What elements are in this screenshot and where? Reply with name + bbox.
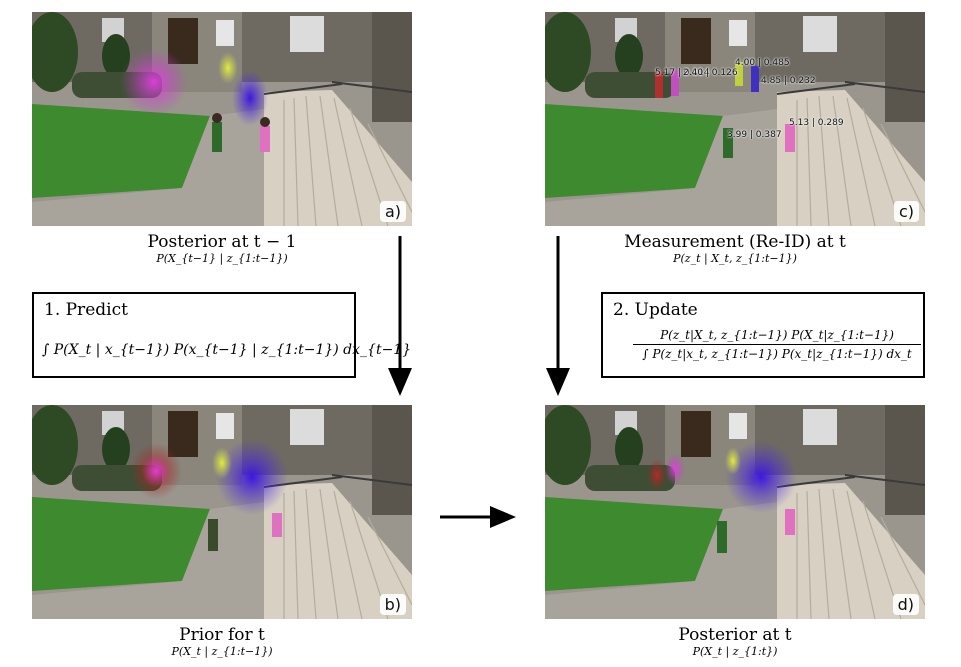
person-pink bbox=[785, 509, 795, 535]
magenta-blob bbox=[665, 453, 685, 485]
update-box-title: 2. Update bbox=[613, 300, 698, 320]
person-green bbox=[717, 521, 727, 553]
panel-b-tag: b) bbox=[379, 594, 406, 615]
panel-b-image: b) bbox=[32, 405, 412, 619]
magenta-blob bbox=[142, 455, 170, 487]
panel-c-tag: c) bbox=[893, 201, 919, 222]
person-red bbox=[655, 72, 663, 98]
yellow-blob bbox=[212, 447, 232, 479]
panel-a-tag: a) bbox=[379, 201, 406, 222]
panel-b-formula: P(X_t | z_{1:t−1}) bbox=[171, 645, 273, 658]
panel-c-caption: Measurement (Re-ID) at t P(z_t | X_t, z_… bbox=[545, 232, 925, 266]
person-blue bbox=[751, 66, 759, 92]
blue-blob bbox=[725, 441, 797, 513]
predict-box-formula: ∫ P(X_t | x_{t−1}) P(x_{t−1} | z_{1:t−1}… bbox=[42, 342, 412, 358]
blue-blob bbox=[216, 439, 288, 515]
panel-d-tag: d) bbox=[892, 594, 919, 615]
reid-label: 4.00 | 0.485 bbox=[735, 58, 790, 68]
yellow-blob bbox=[725, 447, 741, 475]
panel-c-caption-text: Measurement (Re-ID) at t bbox=[624, 232, 846, 252]
person-green bbox=[212, 122, 222, 152]
panel-d-caption: Posterior at t P(X_t | z_{1:t}) bbox=[545, 625, 925, 659]
reid-label: 5.13 | 0.289 bbox=[789, 118, 844, 128]
yellow-blob bbox=[218, 52, 238, 84]
panel-a-image: a) bbox=[32, 12, 412, 226]
person-pink bbox=[260, 126, 270, 152]
reid-label: 3.99 | 0.387 bbox=[727, 130, 782, 140]
panel-c-formula: P(z_t | X_t, z_{1:t−1}) bbox=[673, 252, 797, 265]
reid-label: 4.85 | 0.232 bbox=[761, 76, 816, 86]
panel-c-image: 5.17 | 0.114 2.40 | 0.126 4.00 | 0.485 4… bbox=[545, 12, 925, 226]
panel-d-image: d) bbox=[545, 405, 925, 619]
arrow-right bbox=[440, 506, 516, 528]
panel-a-formula: P(X_{t−1} | z_{1:t−1}) bbox=[156, 252, 288, 265]
red-blob bbox=[647, 459, 667, 491]
panel-b-caption-text: Prior for t bbox=[179, 625, 265, 645]
magenta-blob bbox=[120, 48, 188, 116]
panel-a-caption: Posterior at t − 1 P(X_{t−1} | z_{1:t−1}… bbox=[32, 232, 412, 266]
panel-b-caption: Prior for t P(X_t | z_{1:t−1}) bbox=[32, 625, 412, 659]
person-green bbox=[208, 519, 218, 551]
arrow-down-predict bbox=[388, 236, 412, 396]
reid-label: 5.17 | 0.114 bbox=[655, 68, 710, 78]
person-magenta bbox=[671, 70, 679, 96]
blue-blob bbox=[232, 70, 268, 126]
panel-d-formula: P(X_t | z_{1:t}) bbox=[692, 645, 778, 658]
panel-a-caption-text: Posterior at t − 1 bbox=[147, 232, 297, 252]
person-yellow bbox=[735, 62, 743, 86]
predict-box-title: 1. Predict bbox=[44, 300, 128, 320]
update-fraction: P(z_t|X_t, z_{1:t−1}) P(X_t|z_{1:t−1}) ∫… bbox=[633, 328, 921, 361]
update-numerator: P(z_t|X_t, z_{1:t−1}) P(X_t|z_{1:t−1}) bbox=[633, 328, 921, 345]
predict-box: 1. Predict ∫ P(X_t | x_{t−1}) P(x_{t−1} … bbox=[32, 292, 411, 378]
person-green bbox=[723, 128, 733, 158]
reid-label: 2.40 | 0.126 bbox=[683, 68, 738, 78]
arrow-down-update bbox=[546, 236, 570, 396]
panel-d-caption-text: Posterior at t bbox=[678, 625, 792, 645]
update-box: 2. Update P(z_t|X_t, z_{1:t−1}) P(X_t|z_… bbox=[601, 292, 925, 378]
update-denominator: ∫ P(z_t|x_t, z_{1:t−1}) P(x_t|z_{1:t−1})… bbox=[642, 347, 912, 361]
person-pink bbox=[785, 124, 795, 152]
person-pink bbox=[272, 513, 282, 537]
